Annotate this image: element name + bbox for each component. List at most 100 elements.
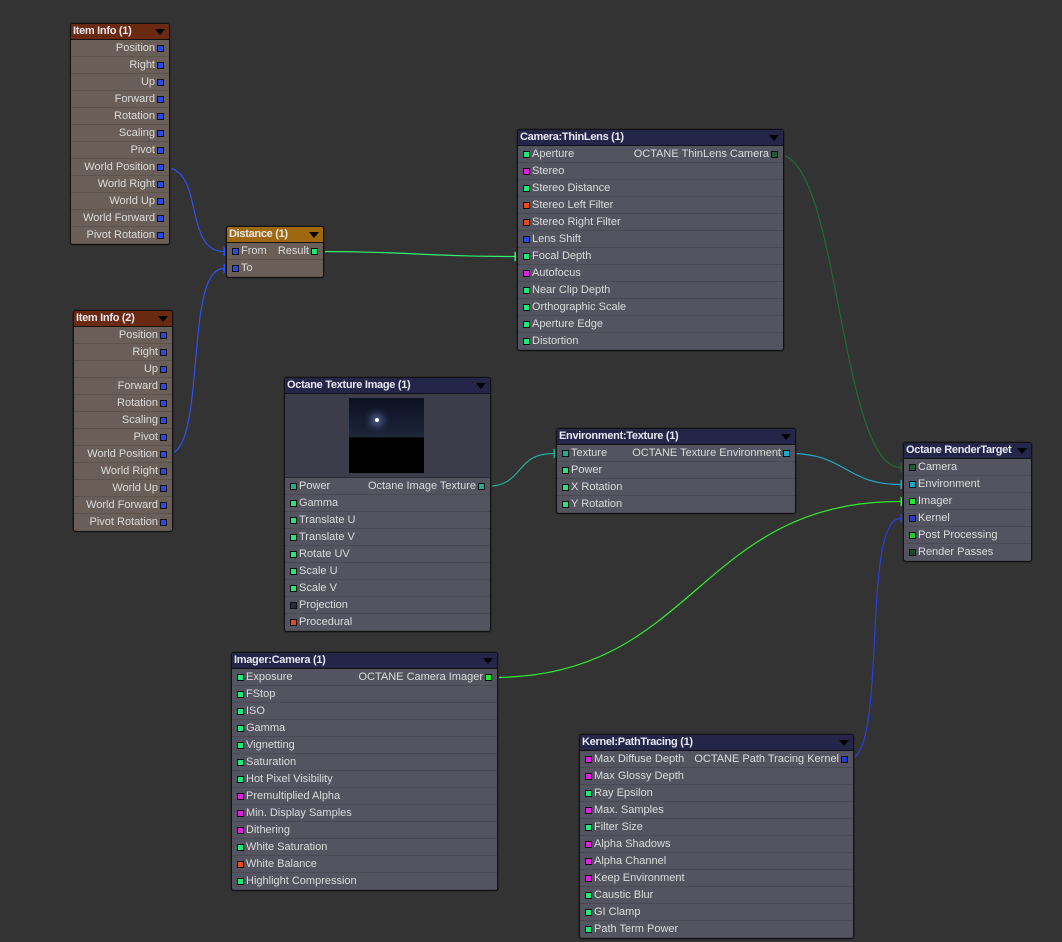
output-port[interactable] — [160, 468, 167, 475]
input-port[interactable] — [290, 568, 297, 575]
output-port[interactable] — [157, 232, 164, 239]
connection-wire[interactable] — [492, 500, 909, 679]
input-port[interactable] — [237, 759, 244, 766]
node-header[interactable]: Distance (1) — [227, 227, 323, 243]
connection-wire[interactable] — [485, 452, 562, 488]
input-port[interactable] — [523, 321, 530, 328]
collapse-triangle-icon[interactable] — [483, 658, 493, 664]
node-header[interactable]: Octane RenderTarget — [904, 443, 1031, 459]
input-port[interactable] — [585, 926, 592, 933]
output-port[interactable] — [160, 451, 167, 458]
output-port[interactable] — [160, 349, 167, 356]
collapse-triangle-icon[interactable] — [839, 740, 849, 746]
output-port[interactable] — [157, 79, 164, 86]
input-port[interactable] — [290, 483, 297, 490]
collapse-triangle-icon[interactable] — [309, 232, 319, 238]
output-port[interactable] — [783, 450, 790, 457]
input-port[interactable] — [909, 464, 916, 471]
output-port[interactable] — [157, 147, 164, 154]
connection-wire[interactable] — [167, 267, 232, 456]
output-port[interactable] — [157, 96, 164, 103]
output-port[interactable] — [157, 130, 164, 137]
input-port[interactable] — [237, 708, 244, 715]
output-port[interactable] — [160, 383, 167, 390]
input-port[interactable] — [909, 532, 916, 539]
input-port[interactable] — [523, 185, 530, 192]
input-port[interactable] — [585, 841, 592, 848]
output-port[interactable] — [160, 332, 167, 339]
output-port[interactable] — [157, 215, 164, 222]
output-port[interactable] — [160, 519, 167, 526]
input-port[interactable] — [237, 793, 244, 800]
input-port[interactable] — [290, 517, 297, 524]
input-port[interactable] — [237, 742, 244, 749]
input-port[interactable] — [585, 858, 592, 865]
input-port[interactable] — [585, 790, 592, 797]
input-port[interactable] — [237, 827, 244, 834]
input-port[interactable] — [523, 304, 530, 311]
input-port[interactable] — [237, 725, 244, 732]
input-port[interactable] — [237, 776, 244, 783]
input-port[interactable] — [290, 551, 297, 558]
input-port[interactable] — [523, 202, 530, 209]
connection-wire[interactable] — [778, 153, 909, 469]
input-port[interactable] — [237, 674, 244, 681]
input-port[interactable] — [585, 892, 592, 899]
node-header[interactable]: Imager:Camera (1) — [232, 653, 497, 669]
input-port[interactable] — [232, 265, 239, 272]
input-port[interactable] — [232, 248, 239, 255]
input-port[interactable] — [290, 619, 297, 626]
output-port[interactable] — [160, 434, 167, 441]
input-port[interactable] — [290, 602, 297, 609]
connection-wire[interactable] — [790, 452, 909, 486]
output-port[interactable] — [160, 400, 167, 407]
collapse-triangle-icon[interactable] — [155, 29, 165, 35]
output-port[interactable] — [311, 248, 318, 255]
output-port[interactable] — [478, 483, 485, 490]
input-port[interactable] — [585, 807, 592, 814]
collapse-triangle-icon[interactable] — [1017, 448, 1027, 454]
input-port[interactable] — [562, 501, 569, 508]
input-port[interactable] — [523, 151, 530, 158]
connection-wire[interactable] — [318, 250, 523, 258]
node-header[interactable]: Camera:ThinLens (1) — [518, 130, 783, 146]
output-port[interactable] — [157, 45, 164, 52]
connection-wire[interactable] — [164, 166, 232, 253]
collapse-triangle-icon[interactable] — [476, 383, 486, 389]
output-port[interactable] — [160, 366, 167, 373]
input-port[interactable] — [909, 498, 916, 505]
output-port[interactable] — [485, 674, 492, 681]
collapse-triangle-icon[interactable] — [769, 135, 779, 141]
output-port[interactable] — [157, 198, 164, 205]
output-port[interactable] — [160, 417, 167, 424]
input-port[interactable] — [585, 875, 592, 882]
input-port[interactable] — [237, 878, 244, 885]
node-header[interactable]: Item Info (2) — [74, 311, 172, 327]
input-port[interactable] — [523, 168, 530, 175]
output-port[interactable] — [160, 485, 167, 492]
input-port[interactable] — [585, 824, 592, 831]
input-port[interactable] — [562, 484, 569, 491]
input-port[interactable] — [562, 450, 569, 457]
input-port[interactable] — [909, 515, 916, 522]
input-port[interactable] — [909, 481, 916, 488]
input-port[interactable] — [585, 909, 592, 916]
input-port[interactable] — [290, 585, 297, 592]
output-port[interactable] — [157, 113, 164, 120]
output-port[interactable] — [157, 181, 164, 188]
node-header[interactable]: Item Info (1) — [71, 24, 169, 40]
collapse-triangle-icon[interactable] — [781, 434, 791, 440]
input-port[interactable] — [290, 534, 297, 541]
input-port[interactable] — [523, 253, 530, 260]
input-port[interactable] — [237, 861, 244, 868]
input-port[interactable] — [523, 219, 530, 226]
input-port[interactable] — [237, 810, 244, 817]
input-port[interactable] — [523, 338, 530, 345]
